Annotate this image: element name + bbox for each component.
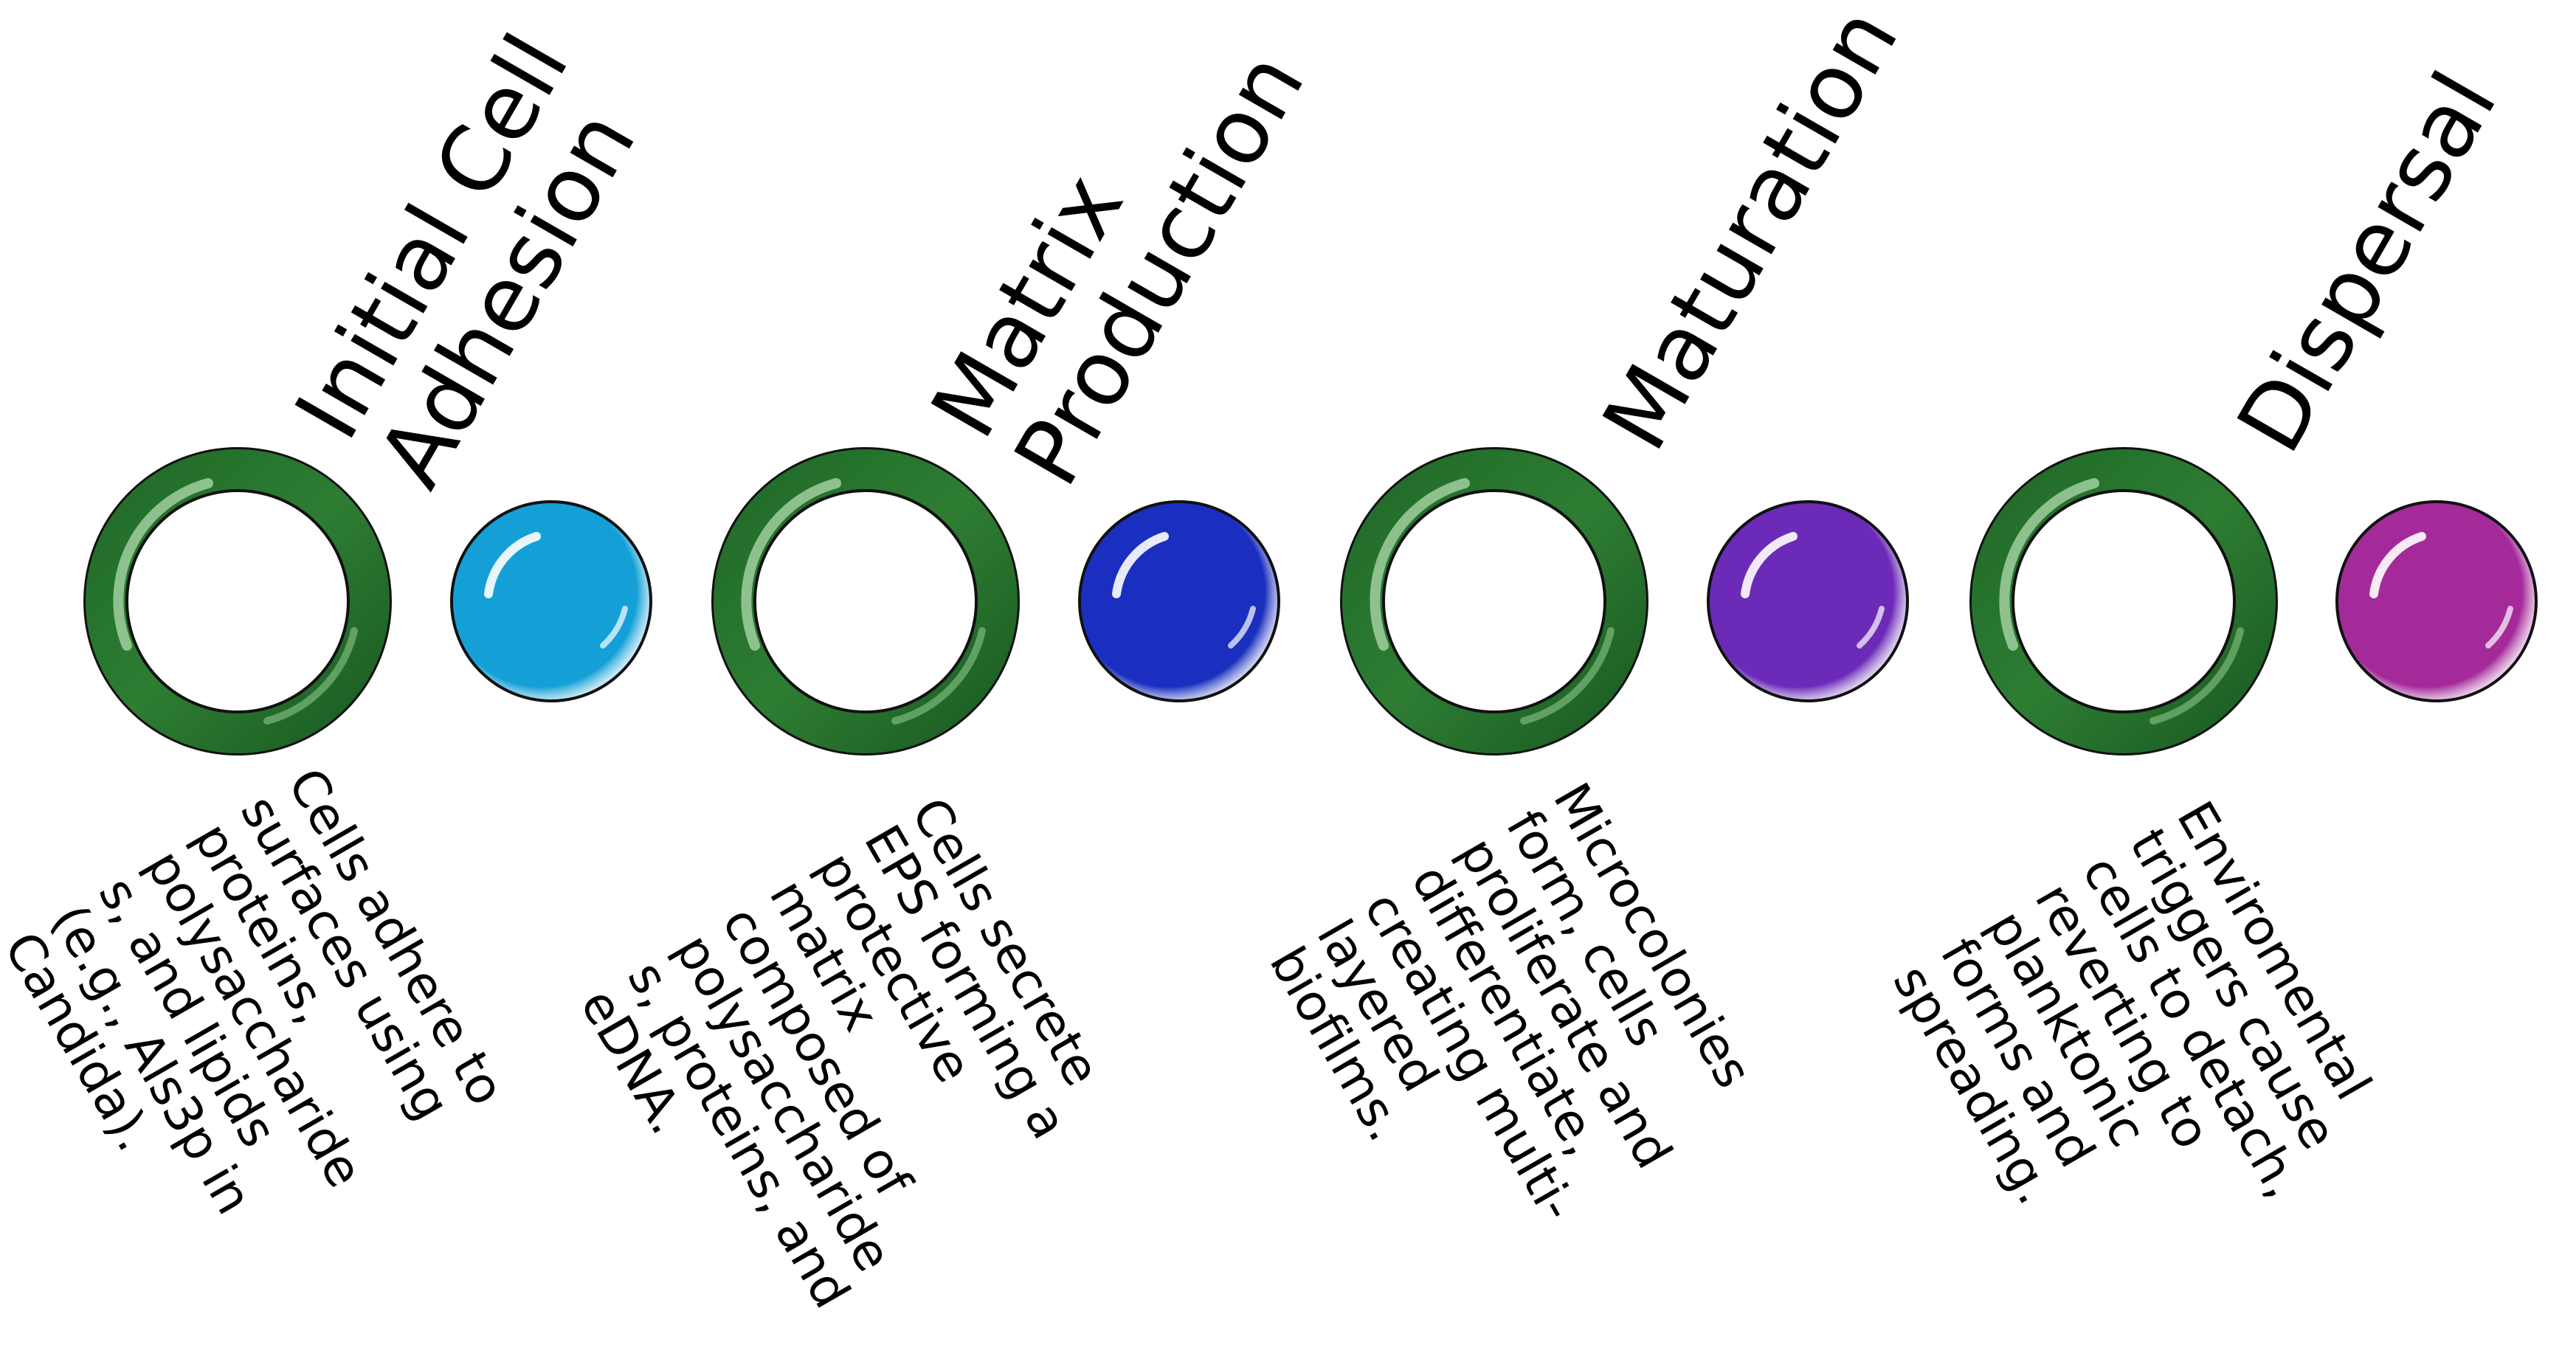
diagram-shapes xyxy=(83,447,2538,756)
stage-sphere xyxy=(450,500,652,702)
stage-ring xyxy=(83,447,392,756)
stage-sphere xyxy=(1707,500,1909,702)
biofilm-stages-diagram: Initial Cell Adhesion Matrix Production … xyxy=(0,0,2538,1318)
stage-ring xyxy=(1969,447,2278,756)
stage-sphere xyxy=(1078,500,1280,702)
stage-sphere xyxy=(2335,500,2538,702)
stage-ring xyxy=(1340,447,1648,756)
stage-ring xyxy=(711,447,1020,756)
